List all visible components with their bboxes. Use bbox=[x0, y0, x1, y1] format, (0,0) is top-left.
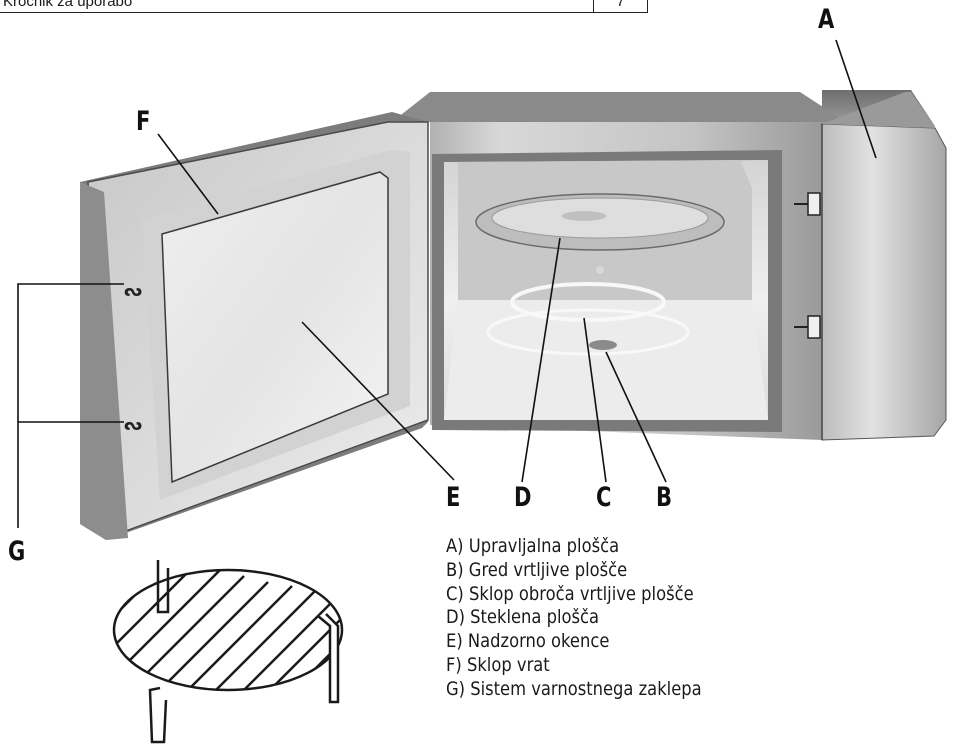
door-latch-slot-upper bbox=[794, 192, 821, 216]
latch-hook-upper: ᔓ bbox=[124, 281, 142, 300]
microwave-body bbox=[392, 90, 947, 441]
parts-legend: A) Upravljalna plošča B) Gred vrtljive p… bbox=[446, 535, 743, 702]
turntable-hub bbox=[596, 266, 604, 274]
legend-item-d: D) Steklena plošča bbox=[446, 606, 600, 629]
header-table: Kročnik za uporabo 7 bbox=[0, 0, 648, 13]
header-title: Kročnik za uporabo bbox=[3, 0, 133, 10]
microwave-door: ᔓ ᔓ bbox=[80, 112, 429, 540]
viewing-window bbox=[161, 171, 389, 484]
leader-line-g-upper bbox=[17, 283, 124, 528]
callout-c: C bbox=[596, 482, 612, 513]
door-latch-slot-lower bbox=[794, 315, 821, 339]
legend-item-g: G) Sistem varnostnega zaklepa bbox=[446, 677, 702, 700]
door-side bbox=[80, 182, 128, 540]
legend-item-a: A) Upravljalna plošča bbox=[446, 535, 620, 557]
control-panel-top bbox=[822, 92, 935, 128]
latch-hook-lower: ᔓ bbox=[124, 415, 142, 434]
wire-rack-leg-front bbox=[148, 686, 168, 744]
control-panel bbox=[821, 123, 947, 441]
legend-item-e: E) Nadzorno okence bbox=[446, 630, 610, 653]
leader-line-e bbox=[301, 321, 455, 481]
callout-g: G bbox=[8, 536, 26, 567]
microwave-top-back bbox=[392, 92, 846, 122]
leader-line-c bbox=[583, 317, 607, 483]
leader-line-f bbox=[157, 133, 219, 215]
legend-item-c: C) Sklop obroča vrtljive plošče bbox=[446, 582, 694, 605]
legend-item-b: B) Gred vrtljive plošče bbox=[446, 558, 628, 581]
callout-a: A bbox=[818, 4, 835, 35]
turntable-shaft bbox=[589, 340, 617, 350]
header-page-number: 7 bbox=[616, 0, 625, 10]
wire-rack-leg-right bbox=[317, 613, 340, 704]
callout-d: D bbox=[514, 482, 532, 513]
callout-e: E bbox=[446, 482, 461, 513]
callout-b: B bbox=[656, 482, 673, 513]
wire-rack bbox=[112, 560, 344, 744]
leader-lines bbox=[17, 39, 877, 528]
callout-f: F bbox=[136, 106, 151, 137]
legend-item-f: F) Sklop vrat bbox=[446, 653, 550, 676]
roller-ring-track bbox=[486, 308, 690, 356]
leader-line-b bbox=[605, 351, 667, 483]
wire-rack-rim bbox=[112, 568, 344, 692]
wire-rack-leg-back bbox=[156, 560, 170, 614]
leader-line-a bbox=[835, 39, 877, 159]
roller-ring bbox=[510, 282, 666, 322]
leader-line-d bbox=[521, 237, 561, 483]
glass-tray-center bbox=[562, 211, 606, 221]
header-divider bbox=[593, 0, 594, 13]
